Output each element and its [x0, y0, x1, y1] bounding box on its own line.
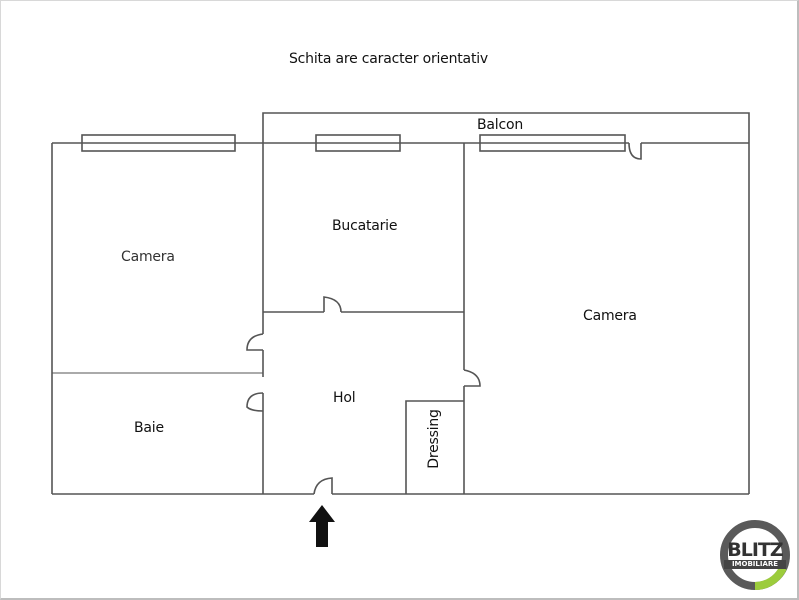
room-label-bucatarie: Bucatarie — [332, 218, 398, 234]
room-label-balcon: Balcon — [477, 117, 524, 133]
window — [315, 134, 401, 152]
room-label-camera-right: Camera — [583, 308, 637, 324]
logo-name: BLITZ — [727, 539, 783, 561]
kitchen-door — [323, 296, 342, 313]
room-door — [246, 333, 264, 351]
balcony-wall — [262, 112, 750, 143]
balcony-door — [628, 142, 642, 160]
logo-ring-icon — [720, 520, 790, 590]
bath-door — [246, 392, 264, 412]
room-label-camera-left: Camera — [121, 249, 175, 265]
logo-subtitle: IMOBILIARE — [724, 560, 786, 569]
entrance-door — [313, 477, 333, 495]
room-label-baie: Baie — [134, 420, 164, 436]
dressing-wall — [405, 400, 464, 494]
arrow-up-icon — [309, 505, 335, 547]
living-door — [463, 369, 481, 387]
room-label-hol: Hol — [333, 390, 356, 406]
window — [81, 134, 236, 152]
room-label-dressing: Dressing — [426, 409, 442, 469]
blitz-logo: BLITZ IMOBILIARE — [719, 519, 791, 591]
page-title: Schita are caracter orientativ — [289, 51, 489, 67]
window — [479, 134, 626, 152]
